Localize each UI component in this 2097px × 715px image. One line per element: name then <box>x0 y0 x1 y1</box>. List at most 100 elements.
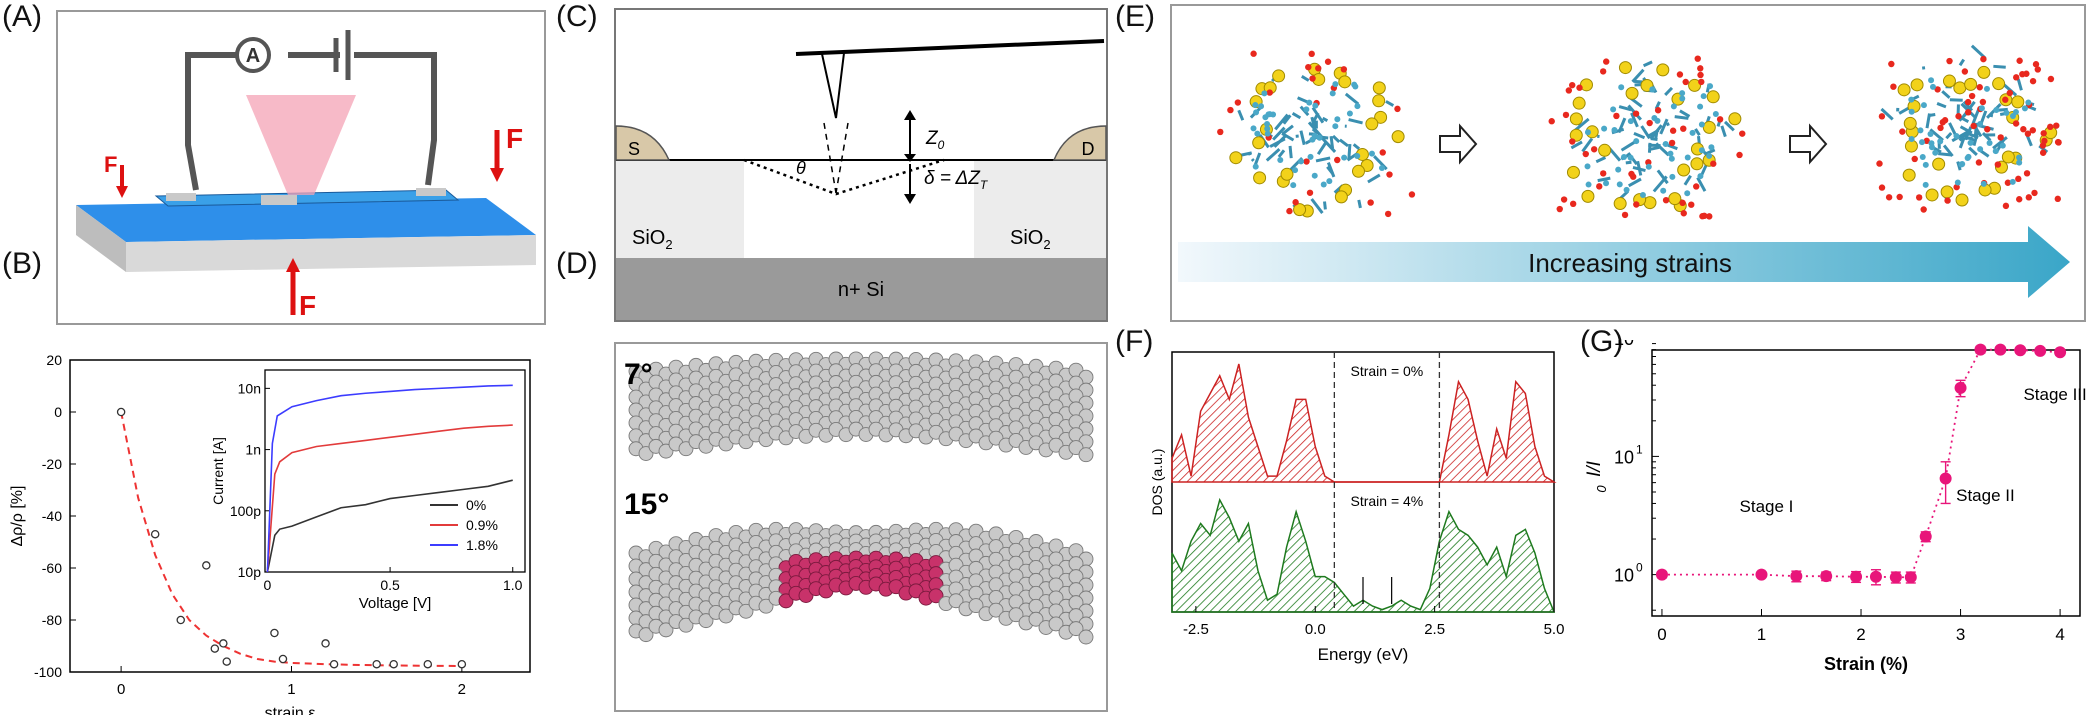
linker-atom <box>1707 83 1714 90</box>
linker-atom <box>2021 105 2028 112</box>
linker-bond <box>1936 102 1947 109</box>
linker-atom <box>1316 134 1323 141</box>
metal-node <box>1581 189 1595 203</box>
data-point <box>1755 568 1768 581</box>
linker-atom <box>1932 149 1939 156</box>
linker-bond <box>1941 90 1951 99</box>
linker-atom <box>1341 154 1348 161</box>
guest-molecule <box>1739 130 1746 137</box>
metal-node <box>2001 150 2015 164</box>
linker-atom <box>1258 103 1265 110</box>
linker-bond <box>1655 142 1670 157</box>
guest-molecule <box>1565 87 1573 94</box>
linker-atom <box>1610 106 1617 113</box>
strain-banner-text: Increasing strains <box>1528 248 1732 278</box>
metal-node <box>2011 95 2025 109</box>
linker-bond <box>1300 75 1310 82</box>
linker-atom <box>1986 139 1993 146</box>
x-tick-label: 0 <box>1657 625 1666 644</box>
linker-bond <box>2016 78 2023 91</box>
linker-atom <box>1265 111 1272 118</box>
delta-subscript: T <box>980 178 989 192</box>
guest-molecule <box>1379 149 1386 156</box>
guest-molecule <box>1632 110 1640 117</box>
data-point <box>150 529 160 539</box>
linker-atom <box>1311 172 1318 179</box>
y-tick-label: -100 <box>34 664 62 680</box>
linker-atom <box>1908 96 1915 103</box>
metal-node <box>1569 112 1583 126</box>
carbon-atom <box>968 598 984 614</box>
linker-atom <box>1623 186 1630 193</box>
panel-label-d: (D) <box>556 247 598 280</box>
carbon-atom <box>1078 447 1094 463</box>
sio2-right-label: SiO <box>1010 227 1043 249</box>
metal-node <box>1613 197 1627 211</box>
guest-molecule <box>2024 130 2032 137</box>
guest-molecule <box>2039 149 2047 156</box>
guest-molecule <box>1680 210 1687 217</box>
force-label-right: F <box>506 123 523 154</box>
linker-bond <box>1299 130 1306 146</box>
guest-molecule <box>1955 113 1962 120</box>
linker-atom <box>1953 133 1960 140</box>
y-axis-label: Δρ/ρ [%] <box>9 486 26 547</box>
data-point <box>372 659 381 669</box>
x-tick-label: 0.0 <box>1305 621 1326 638</box>
metal-node <box>1334 190 1348 204</box>
guest-molecule <box>1654 107 1662 114</box>
linker-bond <box>1326 162 1336 178</box>
linker-bond <box>1620 141 1636 152</box>
guest-molecule <box>2034 66 2041 73</box>
legend-label: 1.8% <box>466 537 498 553</box>
linker-atom <box>1698 121 1705 128</box>
guest-molecule <box>1324 58 1332 65</box>
linker-atom <box>1668 155 1675 162</box>
guest-molecule <box>1710 160 1717 167</box>
linker-bond <box>1265 148 1281 162</box>
linker-atom <box>1312 102 1319 109</box>
linker-bond <box>1962 100 1976 118</box>
linker-atom <box>1977 146 1984 153</box>
data-point <box>1974 343 1987 356</box>
panel-label-a: (A) <box>2 0 42 33</box>
linker-bond <box>1274 113 1289 131</box>
guest-molecule <box>1234 99 1242 106</box>
guest-molecule <box>1646 119 1653 127</box>
metal-node <box>1955 193 1969 207</box>
linker-bond <box>1332 134 1341 144</box>
guest-molecule <box>1334 156 1341 164</box>
metal-node <box>1618 61 1632 75</box>
guest-molecule <box>1688 201 1695 208</box>
linker-atom <box>1334 116 1341 123</box>
linker-bond <box>1949 98 1963 102</box>
guest-molecule <box>1562 111 1570 119</box>
metal-node <box>1977 65 1991 79</box>
guest-molecule <box>1250 50 1257 57</box>
guest-molecule <box>1603 58 1610 65</box>
linker-atom <box>1332 81 1339 88</box>
linker-atom <box>1354 103 1361 110</box>
linker-atom <box>1264 130 1271 137</box>
guest-molecule <box>1286 207 1293 215</box>
linker-bond <box>1307 121 1323 138</box>
linker-bond <box>1347 143 1352 159</box>
guest-molecule <box>1939 119 1946 126</box>
angle-label-7: 7° <box>624 358 653 391</box>
inset-x-tick-label: 0 <box>264 577 272 593</box>
guest-molecule <box>1394 105 1401 113</box>
data-point <box>2014 344 2027 357</box>
linker-bond <box>1968 146 1978 156</box>
data-point <box>1820 570 1833 583</box>
sequence-arrow-1 <box>1439 123 1478 165</box>
fit-curve <box>120 411 462 668</box>
guest-molecule <box>1679 199 1686 207</box>
linker-atom <box>1250 125 1257 132</box>
inset-y-tick-label: 100p <box>230 503 261 519</box>
linker-bond <box>1945 131 1953 140</box>
metal-node <box>1365 117 1379 131</box>
inset-y-axis-label: Current [A] <box>210 437 226 505</box>
guest-molecule <box>1980 55 1987 63</box>
inset-series-line <box>266 424 513 573</box>
